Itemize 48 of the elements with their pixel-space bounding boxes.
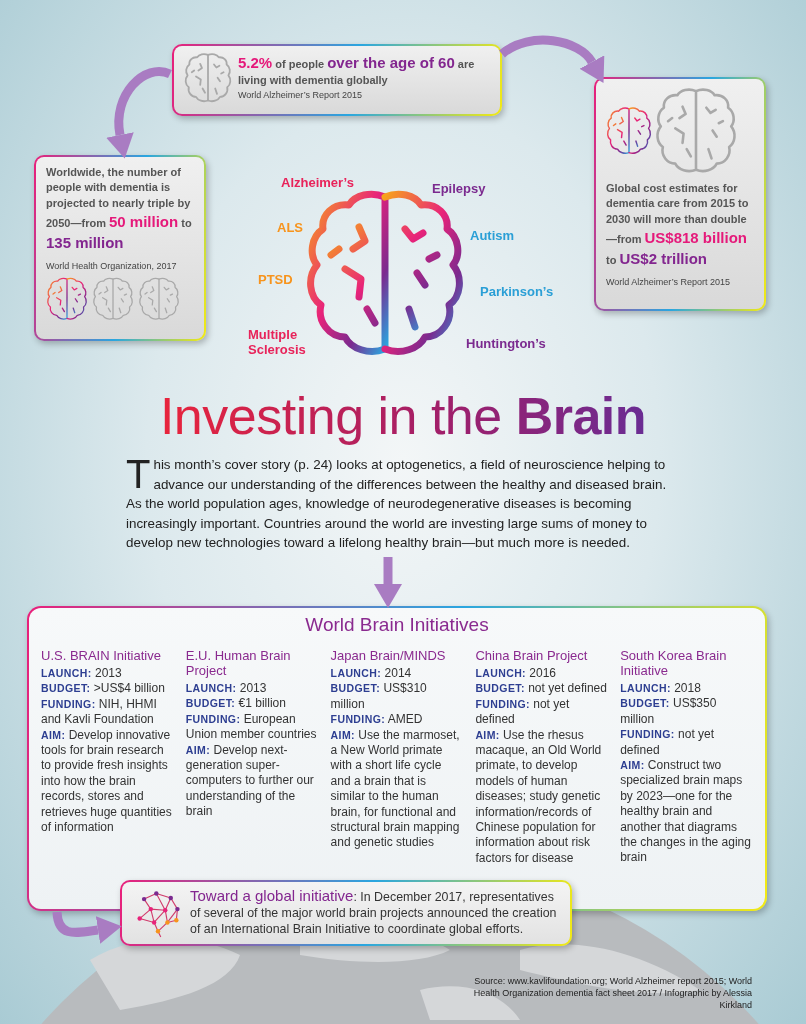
- disease-label: PTSD: [258, 272, 293, 287]
- initiative-detail: BUDGET: €1 billion: [185, 696, 287, 712]
- initiative-detail: AIM: Develop next-generation super-computers to further our understanding of the brain: [185, 742, 315, 820]
- initiative-detail: LAUNCH: 2013: [41, 666, 123, 682]
- disease-label: Epilepsy: [432, 181, 486, 196]
- curved-arrow: [52, 911, 122, 944]
- initiative-detail: BUDGET: US$310 million: [330, 681, 428, 713]
- disease-label: Parkinson’s: [480, 284, 554, 299]
- stat-card: [172, 44, 502, 116]
- source-citation: World Alzheimer’s Report 2015: [606, 277, 732, 288]
- initiative-detail: AIM: Use the rhesus macaque, an Old World primate, to develop models of human diseases; study genetic information/records of Chinese population for information about risk factors for disease: [475, 727, 603, 867]
- source-citation: World Health Organization, 2017: [46, 261, 178, 272]
- disease-label: Alzheimer’s: [281, 175, 354, 190]
- initiative-detail: AIM: Develop innovative tools for brain research to provide fresh insights into how the brain records, stores and retrieves huge quantities of information: [41, 727, 173, 836]
- banner-text: Toward a global initiative: In December 2017, representatives of several of the major world brain projects announced the creation of an International Brain Initiative to coordinate global efforts.: [190, 888, 558, 938]
- initiative-heading: Japan Brain/MINDS: [330, 648, 447, 663]
- disease-label: ALS: [277, 220, 303, 235]
- stat-text: Global cost estimates for dementia care from 2015 to 2030 will more than double—from US$818 billion to US$2 trillion: [606, 181, 750, 270]
- initiative-heading: E.U. Human Brain Project: [185, 648, 292, 678]
- source-note: Source: www.kavlifoundation.org; World Alzheimer report 2015; World Health Organization dementia fact sheet 2017 / Infographic by Alessia Kirkland: [472, 975, 752, 1011]
- initiative-detail: FUNDING: not yet defined: [475, 696, 571, 728]
- initiative-heading: U.S. BRAIN Initiative: [41, 648, 162, 663]
- initiative-detail: FUNDING: AMED: [330, 712, 424, 728]
- curved-arrow: [499, 35, 606, 82]
- initiative-detail: AIM: Use the marmoset, a New World primate with a short life cycle and a brain that is similar to the human brain, for functional and structural brain mapping and genetic studies: [330, 727, 461, 851]
- initiative-detail: AIM: Construct two specialized brain maps by 2023—one for the healthy brain and another that diagrams the changes in the aging brain: [620, 758, 752, 866]
- initiative-detail: BUDGET: >US$4 billion: [41, 681, 166, 697]
- source-citation: World Alzheimer’s Report 2015: [238, 90, 364, 101]
- initiative-detail: LAUNCH: 2018: [620, 681, 702, 697]
- initiative-heading: China Brain Project: [475, 648, 589, 663]
- initiative-detail: FUNDING: European Union member countries: [185, 711, 318, 743]
- stat-text: 5.2% of people over the age of 60 are living with dementia globally: [238, 53, 476, 88]
- disease-label: Multiple Sclerosis: [248, 327, 307, 357]
- initiative-detail: FUNDING: NIH, HHMI and Kavli Foundation: [41, 696, 158, 728]
- stat-text: Worldwide, the number of people with dementia is projected to nearly triple by 2050—from 50 million to 135 million: [46, 165, 193, 254]
- disease-label: Huntington’s: [466, 336, 546, 351]
- stat-card: [594, 77, 766, 311]
- initiative-detail: LAUNCH: 2016: [475, 666, 558, 682]
- initiative-detail: FUNDING: not yet defined: [620, 727, 716, 759]
- stat-card: [34, 155, 206, 341]
- disease-label: Autism: [470, 228, 515, 243]
- panel-title: World Brain Initiatives: [305, 614, 489, 636]
- initiative-detail: BUDGET: not yet defined: [475, 681, 608, 697]
- initiative-banner: [120, 880, 572, 946]
- initiative-heading: South Korea Brain Initiative: [620, 648, 728, 678]
- curved-arrow: [374, 557, 402, 608]
- initiative-detail: LAUNCH: 2014: [330, 666, 413, 682]
- initiative-detail: LAUNCH: 2013: [185, 681, 268, 697]
